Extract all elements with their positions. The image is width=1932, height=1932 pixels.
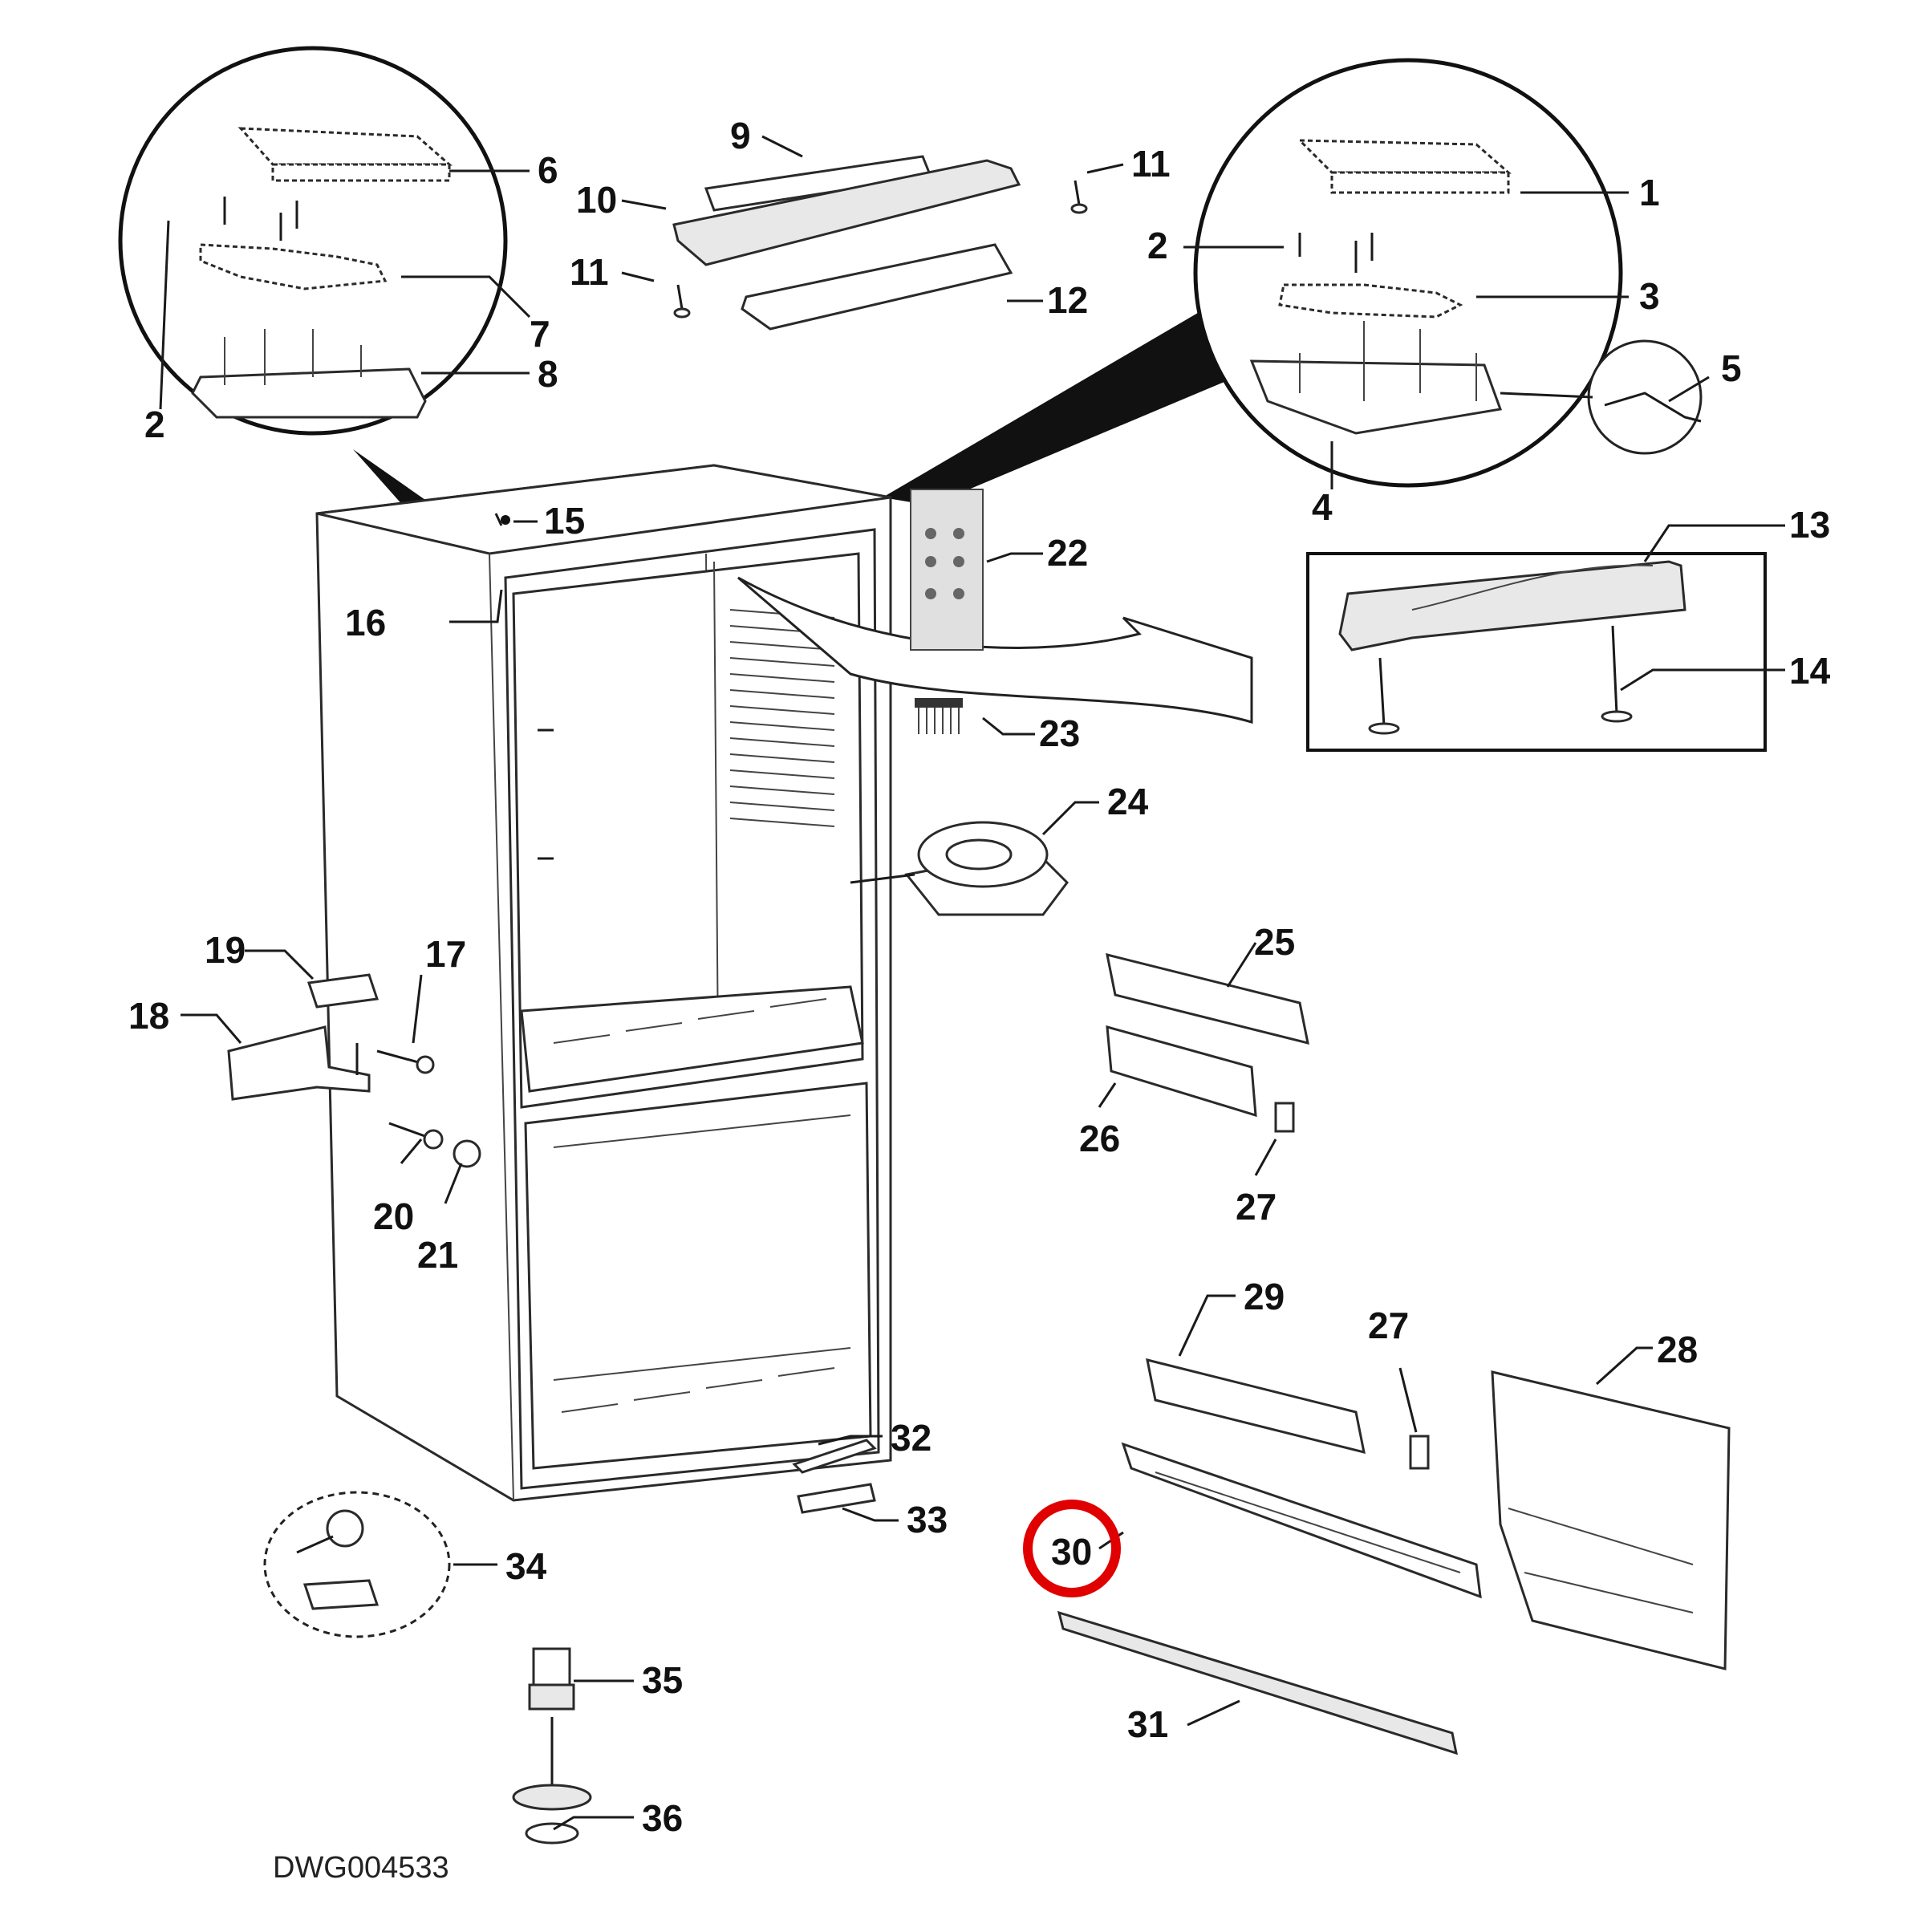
hinge-parts: [227, 513, 510, 1168]
label-part-18: 18: [128, 995, 169, 1037]
label-part-32: 32: [891, 1417, 932, 1459]
label-part-12: 12: [1047, 279, 1088, 321]
top-cover-parts: [672, 155, 1088, 331]
label-part-34: 34: [505, 1545, 547, 1587]
connector-comb: [915, 698, 963, 734]
small-strips: [792, 1439, 877, 1514]
label-part-14: 14: [1789, 650, 1831, 692]
label-part-27-lower: 27: [1368, 1305, 1409, 1346]
label-part-13: 13: [1789, 504, 1830, 546]
label-part-27-upper: 27: [1236, 1186, 1276, 1228]
label-part-23: 23: [1039, 712, 1080, 754]
label-part-1: 1: [1639, 172, 1660, 213]
label-part-35: 35: [642, 1659, 683, 1701]
label-part-2-left: 2: [144, 404, 165, 445]
label-part-11-left: 11: [570, 251, 609, 293]
label-part-10: 10: [576, 179, 617, 221]
drawing-id: DWG004533: [273, 1851, 449, 1885]
label-part-19: 19: [205, 929, 246, 971]
label-part-16: 16: [345, 602, 386, 643]
leveling-foot: [512, 1647, 592, 1845]
control-panel: [910, 489, 984, 651]
detail-circle-left: [118, 46, 513, 594]
label-part-22: 22: [1047, 532, 1088, 574]
drawer-parts: [1057, 952, 1731, 1755]
label-part-11-right: 11: [1131, 143, 1171, 185]
leader-lines: [159, 135, 1785, 1831]
label-part-4: 4: [1312, 486, 1333, 528]
label-part-33: 33: [907, 1499, 948, 1540]
label-part-5: 5: [1721, 347, 1742, 389]
refrigerator-cabinet: [315, 464, 892, 1502]
inset-box-13-14: [1306, 552, 1767, 752]
label-part-2-right: 2: [1147, 225, 1168, 266]
label-part-7: 7: [530, 313, 550, 355]
label-part-3: 3: [1639, 275, 1660, 317]
dashed-detail-34: [263, 1491, 451, 1638]
label-part-9: 9: [730, 115, 751, 156]
label-part-15: 15: [544, 500, 585, 542]
label-part-29: 29: [1244, 1276, 1285, 1317]
detail-circle-right: [883, 58, 1703, 505]
part-number-labels: 1 2 2 3 4 5 6 7 8 9 10 11 11 12 13 14 15…: [128, 115, 1831, 1839]
label-part-25: 25: [1254, 921, 1295, 963]
label-part-26: 26: [1079, 1118, 1120, 1159]
label-part-21: 21: [417, 1234, 458, 1276]
label-part-20: 20: [373, 1195, 414, 1237]
label-part-8: 8: [538, 353, 558, 395]
highlight-ring-part-30: [1023, 1500, 1121, 1597]
label-part-24: 24: [1107, 781, 1149, 822]
label-part-17: 17: [425, 933, 466, 975]
label-part-30: 30: [1051, 1531, 1092, 1573]
callout-arrow: [737, 576, 1253, 724]
label-part-6: 6: [538, 149, 558, 191]
fan-motor: [850, 821, 1069, 916]
label-part-28: 28: [1657, 1329, 1698, 1370]
label-part-31: 31: [1127, 1703, 1168, 1745]
label-part-36: 36: [642, 1797, 683, 1839]
